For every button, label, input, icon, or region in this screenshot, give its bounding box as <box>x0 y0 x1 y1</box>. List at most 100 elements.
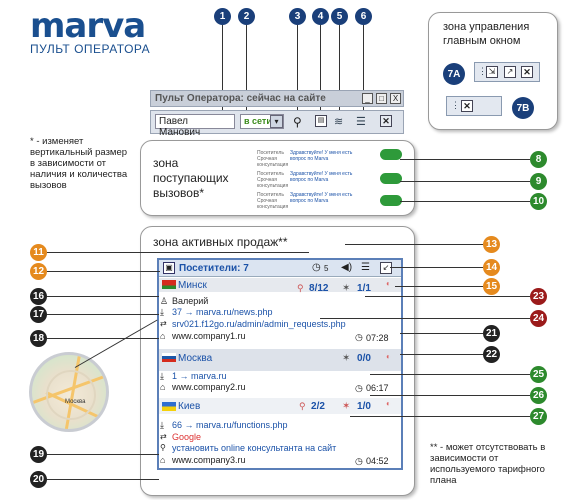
incoming-calls-label: зона поступающих вызовов* <box>153 156 229 200</box>
site-name: www.company3.ru <box>172 455 246 465</box>
chevron-down-icon[interactable]: ▾ <box>270 115 283 128</box>
visit-time: 04:52 <box>366 456 389 466</box>
list-icon[interactable]: ☰ <box>356 116 366 128</box>
close-icon[interactable]: ✕ <box>461 100 473 112</box>
restore-icon[interactable]: ⇲ <box>486 66 498 78</box>
window-title: Пульт Оператора: сейчас на сайте <box>150 90 404 107</box>
city-row[interactable] <box>159 278 401 292</box>
invite-icon[interactable]: ✶ <box>342 353 351 364</box>
caller-message: Здравствуйте! У меня есть вопрос по Marv… <box>290 150 353 162</box>
chat-icon[interactable]: ⚲ <box>299 401 306 411</box>
site-name: www.company1.ru <box>172 331 246 341</box>
clock-icon: ◷ <box>355 456 363 466</box>
tag-icon: ◐ <box>386 279 391 288</box>
search-query-link[interactable]: установить online консультанта на сайт <box>172 443 337 453</box>
city-name: Москва <box>178 353 213 364</box>
marker-23: 23 <box>530 288 547 305</box>
flag-icon <box>162 353 176 362</box>
marker-26: 26 <box>530 387 547 404</box>
chats-count: 8/12 <box>309 283 329 294</box>
visitor-name: Валерий <box>172 296 209 306</box>
marker-11: 11 <box>30 244 47 261</box>
marker-21: 21 <box>483 325 500 342</box>
marker-2: 2 <box>238 8 255 25</box>
size-note: * - изменяет вертикальный размер в завис… <box>30 136 128 191</box>
flag-icon <box>162 402 176 411</box>
clock-icon: ◷ <box>355 332 363 342</box>
popout-icon[interactable]: ↗ <box>504 66 516 78</box>
pageviews-link[interactable]: 66 → marva.ru/functions.php <box>172 420 288 430</box>
leader-line <box>47 338 159 339</box>
plan-note: ** - может отсутствовать в зависимости о… <box>430 442 546 486</box>
referer-link[interactable]: srv021.f12go.ru/admin/admin_requests.php <box>172 319 346 329</box>
leader-line <box>320 318 530 319</box>
leader-line <box>363 25 364 123</box>
sales-header <box>159 260 401 277</box>
accept-call-button[interactable] <box>380 149 402 160</box>
invite-icon[interactable]: ✶ <box>342 283 351 294</box>
visit-time: 07:28 <box>366 333 389 343</box>
sound-icon[interactable]: ◀) <box>341 262 353 273</box>
city-row[interactable] <box>159 398 401 414</box>
site-icon: ⌂ <box>160 455 166 465</box>
download-icon: ⤓ <box>160 307 164 317</box>
chat-icon[interactable]: ⚲ <box>297 283 304 293</box>
invites-count: 0/0 <box>357 353 371 364</box>
download-icon: ⤓ <box>160 371 164 381</box>
invites-count: 1/1 <box>357 283 371 294</box>
leader-line <box>297 25 298 123</box>
close-button[interactable]: X <box>390 93 401 104</box>
search-icon[interactable]: ⚲ <box>293 115 302 129</box>
leader-line <box>370 395 530 396</box>
accept-call-button[interactable] <box>380 173 402 184</box>
leader-line <box>400 159 530 160</box>
minimize-button[interactable]: _ <box>362 93 373 104</box>
leader-line <box>47 314 159 315</box>
marker-14: 14 <box>483 259 500 276</box>
tag-icon: ◐ <box>386 352 391 361</box>
flag-icon <box>162 280 176 289</box>
site-icon: ⌂ <box>160 331 166 341</box>
leader-line <box>47 454 159 455</box>
marker-22: 22 <box>483 346 500 363</box>
leader-line <box>320 25 321 123</box>
referer-google[interactable]: Google <box>172 432 202 442</box>
leader-line <box>339 25 340 123</box>
grip-icon: ⋮ <box>478 66 487 76</box>
map-thumbnail: Москва <box>29 352 109 432</box>
marker-15: 15 <box>483 278 500 295</box>
window-control-panel-b <box>446 96 502 116</box>
maximize-button[interactable]: □ <box>376 93 387 104</box>
marker-18: 18 <box>30 330 47 347</box>
incoming-calls-zone <box>140 140 415 216</box>
popout-icon[interactable]: ↙ <box>380 262 392 274</box>
leader-line <box>390 267 483 268</box>
leader-line <box>370 374 530 375</box>
database-icon[interactable]: ≋ <box>334 116 344 128</box>
active-sales-label: зона активных продаж** <box>153 235 288 249</box>
accept-call-button[interactable] <box>380 195 402 206</box>
window-icon[interactable]: ▤ <box>315 115 327 127</box>
leader-line <box>345 244 483 245</box>
chats-count: 2/2 <box>311 401 325 412</box>
leader-line <box>47 252 309 253</box>
marker-7b: 7B <box>512 97 534 119</box>
pageviews-link[interactable]: 37 → marva.ru/news.php <box>172 307 273 317</box>
download-icon: ⤓ <box>160 420 164 430</box>
grip-icon: ⋮ <box>451 100 460 110</box>
invite-icon[interactable]: ✶ <box>342 401 351 412</box>
leader-line <box>246 25 247 123</box>
referer-icon: ⇄ <box>160 432 167 441</box>
clock-icon: ◷ <box>312 262 321 273</box>
close-icon[interactable]: ✕ <box>380 115 392 127</box>
marker-3: 3 <box>289 8 306 25</box>
pageviews-link[interactable]: 1 → marva.ru <box>172 371 227 381</box>
city-row[interactable] <box>159 349 401 371</box>
close-icon[interactable]: ✕ <box>521 66 533 78</box>
list-icon[interactable]: ☰ <box>361 262 370 273</box>
map-label: Москва <box>65 399 86 405</box>
visit-time: 06:17 <box>366 383 389 393</box>
operator-name-field[interactable]: Павел Манович <box>155 114 235 138</box>
marker-6: 6 <box>355 8 372 25</box>
leader-line <box>400 333 483 334</box>
